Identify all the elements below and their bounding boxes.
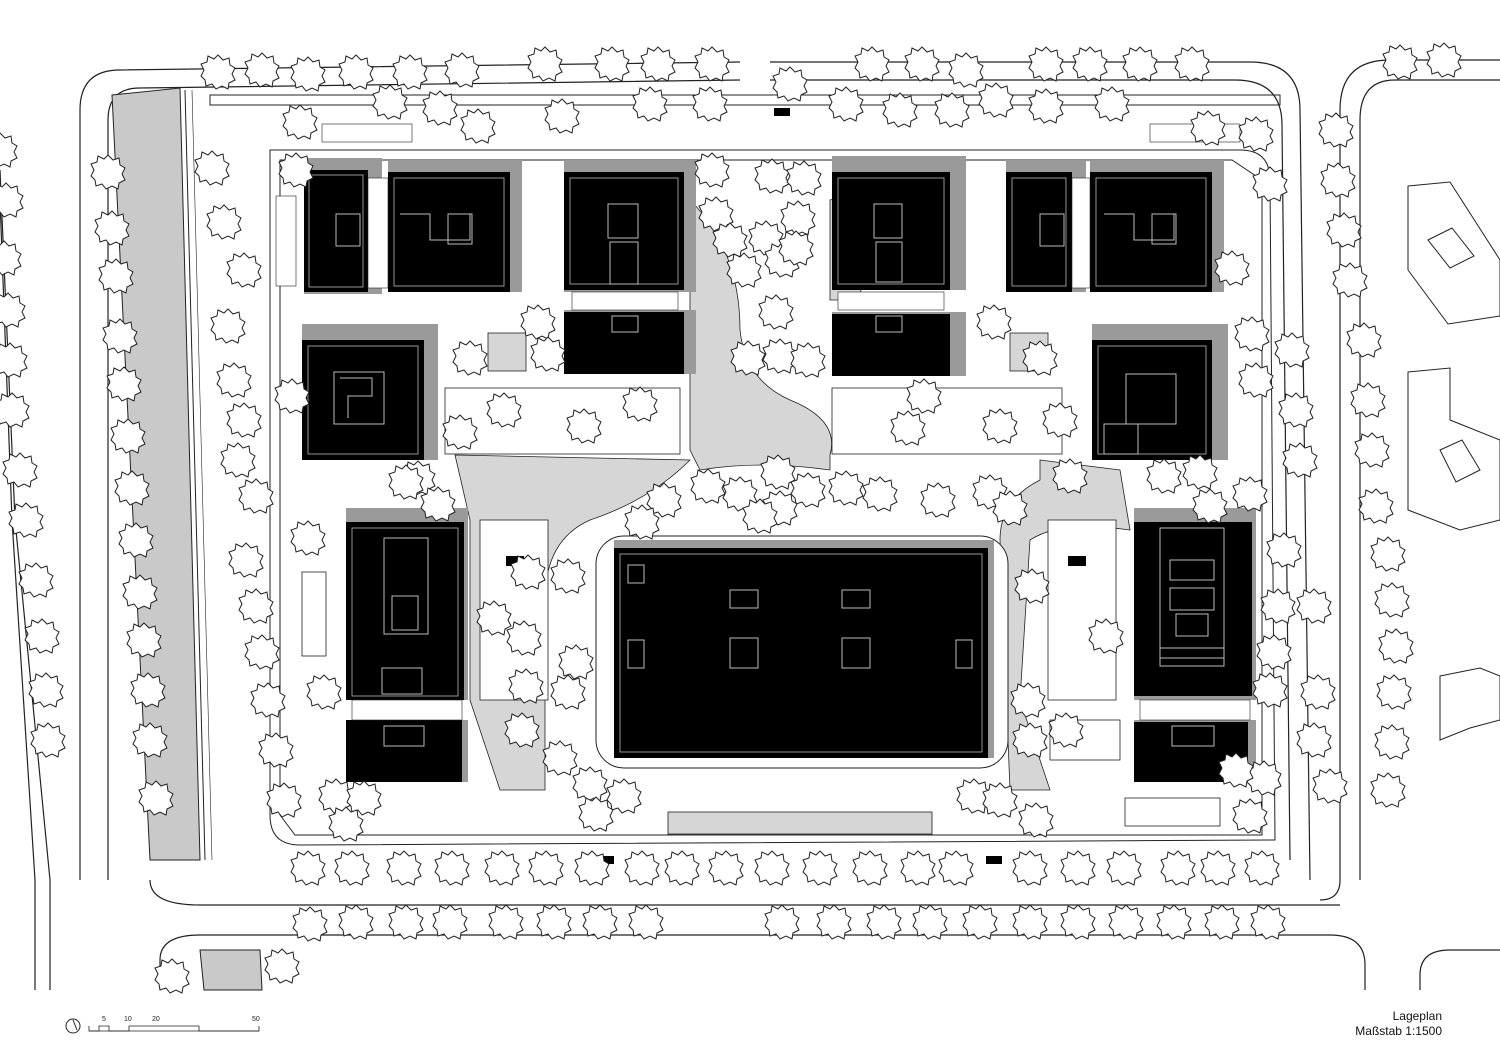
scale-bar: 5 10 20 50 (62, 1012, 282, 1042)
building-d2 (1092, 324, 1228, 460)
sports-hall (595, 535, 1009, 769)
building-a2 (388, 160, 522, 292)
plan-scale: Maßstab 1:1500 (1355, 1024, 1442, 1038)
north-arrow-icon (65, 1018, 81, 1034)
building-b2-annex (832, 312, 966, 376)
title-block: Lageplan Maßstab 1:1500 (1355, 1009, 1442, 1039)
building-b1-annex (564, 310, 696, 374)
building-b2 (832, 156, 966, 290)
building-e1 (346, 508, 468, 700)
scale-bar-graphic (65, 1018, 260, 1034)
scale-tick-20: 20 (152, 1016, 160, 1023)
plaza-outlines (301, 387, 1221, 827)
building-d1 (302, 324, 438, 460)
building-e2 (1134, 508, 1256, 700)
scale-tick-50: 50 (252, 1016, 260, 1023)
building-c2 (1090, 160, 1224, 292)
rail-corridor (111, 87, 263, 991)
building-e1-annex (346, 720, 468, 782)
scale-tick-5: 5 (102, 1016, 106, 1023)
plan-title: Lageplan (1392, 1009, 1442, 1023)
small-kiosks (506, 108, 1086, 864)
building-b1 (564, 160, 696, 292)
scale-tick-10: 10 (124, 1016, 132, 1023)
neighbour-buildings (1407, 181, 1500, 741)
